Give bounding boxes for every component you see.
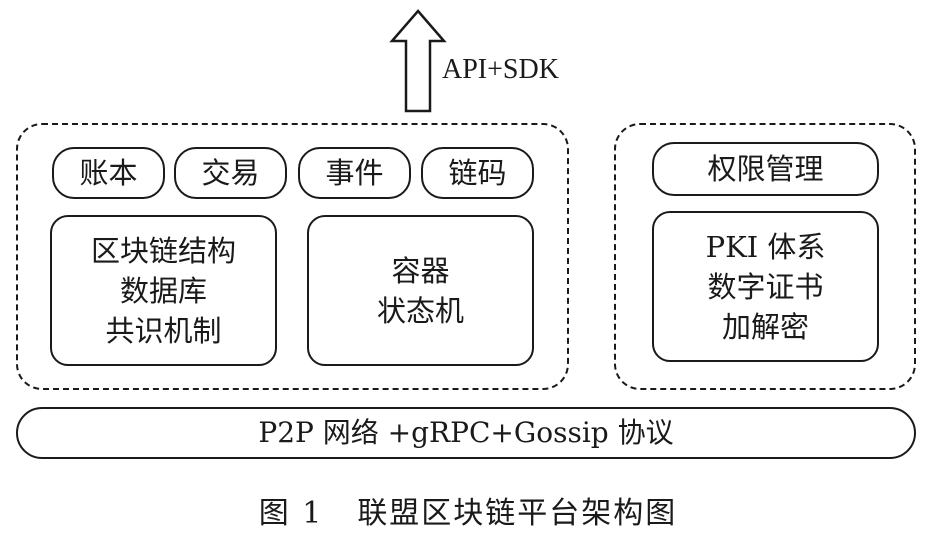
pki-line-1: PKI 体系 [705,229,826,264]
chaincode-tag: 链码 [421,147,534,199]
figure-number: 图 1 [258,496,324,531]
permission-management-tag: 权限管理 [652,142,879,196]
transaction-label: 交易 [201,156,260,190]
pki-line-2: 数字证书 [707,269,824,304]
permission-management-label: 权限管理 [707,152,824,186]
figure-caption: 图 1 联盟区块链平台架构图 [0,488,936,532]
container-module: 容器 状态机 [307,215,534,366]
event-tag: 事件 [298,147,411,199]
api-sdk-label: API+SDK [442,54,559,85]
ledger-tag: 账本 [52,147,165,199]
module-a-line-1: 区块链结构 [90,233,236,268]
pki-line-3: 加解密 [721,309,809,344]
network-layer-bar: P2P 网络 +gRPC+Gossip 协议 [16,407,916,459]
pki-module: PKI 体系 数字证书 加解密 [652,211,879,362]
event-label: 事件 [325,156,384,190]
module-b-line-1: 容器 [391,253,450,288]
module-a-line-3: 共识机制 [105,313,222,348]
chaincode-label: 链码 [448,156,507,190]
module-a-line-2: 数据库 [119,273,207,308]
figure-title: 联盟区块链平台架构图 [357,496,678,531]
up-arrow-icon [389,9,447,113]
security-group [614,123,916,390]
transaction-tag: 交易 [174,147,287,199]
blockchain-structure-module: 区块链结构 数据库 共识机制 [50,215,277,366]
module-b-line-2: 状态机 [376,293,464,328]
network-layer-label: P2P 网络 +gRPC+Gossip 协议 [258,416,674,449]
core-services-group [16,123,569,390]
ledger-label: 账本 [79,156,138,190]
